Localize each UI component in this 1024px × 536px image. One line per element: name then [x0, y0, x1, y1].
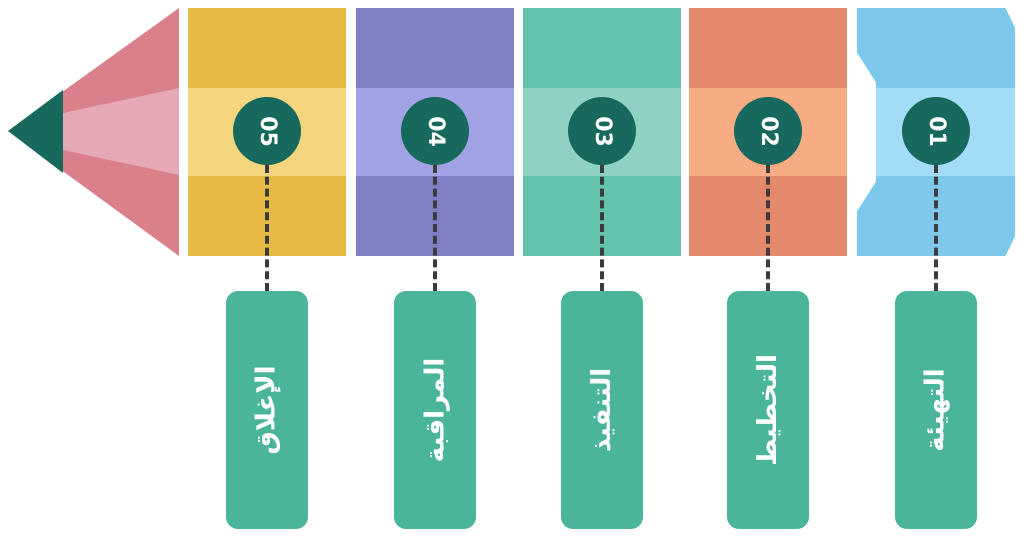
- connector-line: [265, 165, 269, 291]
- step-label: الإغلاق: [252, 365, 282, 455]
- step-number-badge: 03: [568, 97, 636, 165]
- step-label-box: الإغلاق: [226, 291, 308, 529]
- step-number: 03: [589, 115, 615, 147]
- connector-line: [433, 165, 437, 291]
- step-number-badge: 04: [401, 97, 469, 165]
- step-label-box: التخطيط: [727, 291, 809, 529]
- pencil-segment-04: [356, 8, 514, 256]
- step-number: 02: [755, 115, 781, 147]
- step-number: 01: [923, 115, 949, 147]
- pencil-wood-highlight: [63, 88, 179, 175]
- step-number-badge: 01: [902, 97, 970, 165]
- pencil-tip: [8, 8, 179, 256]
- step-number-badge: 05: [233, 97, 301, 165]
- step-label-box: التهيئة: [895, 291, 977, 529]
- connector-line: [600, 165, 604, 291]
- connector-line: [934, 165, 938, 291]
- step-label: التخطيط: [753, 354, 783, 466]
- step-label: التنفيذ: [587, 367, 617, 453]
- step-label: التهيئة: [921, 368, 952, 452]
- step-number: 05: [254, 115, 280, 147]
- pencil-lead: [8, 90, 63, 173]
- connector-line: [766, 165, 770, 291]
- step-number: 04: [422, 115, 448, 147]
- step-label-box: التنفيذ: [561, 291, 643, 529]
- step-label-box: المراقبة: [394, 291, 476, 529]
- step-label: المراقبة: [420, 357, 451, 463]
- step-number-badge: 02: [734, 97, 802, 165]
